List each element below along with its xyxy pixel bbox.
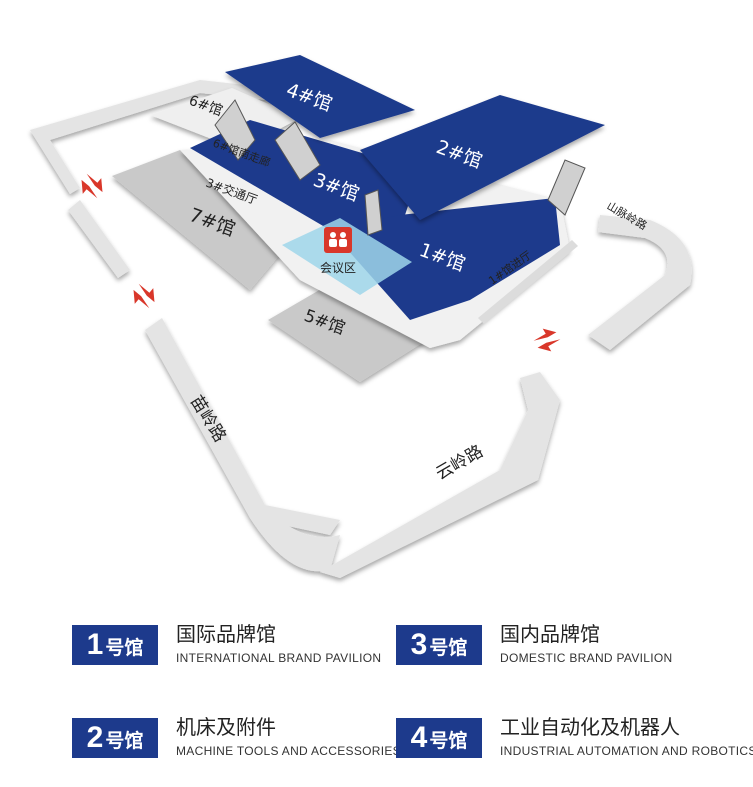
legend-en: INTERNATIONAL BRAND PAVILION bbox=[176, 651, 382, 665]
legend-text: 机床及附件 MACHINE TOOLS AND ACCESSORIES bbox=[176, 714, 436, 759]
meeting-area-label: 会议区 bbox=[320, 261, 356, 275]
legend-cn: 机床及附件 bbox=[176, 715, 276, 739]
legend: 1 号馆 国际品牌馆 INTERNATIONAL BRAND PAVILION … bbox=[0, 615, 753, 787]
hall-badge: 4 号馆 bbox=[396, 718, 482, 758]
hall-7-floor bbox=[112, 150, 305, 290]
badge-suffix: 号馆 bbox=[429, 730, 468, 752]
road-corner-sw bbox=[250, 505, 340, 572]
legend-en: MACHINE TOOLS AND ACCESSORIES bbox=[176, 744, 401, 758]
entrance-arrow-icon bbox=[530, 323, 564, 357]
badge-suffix: 号馆 bbox=[429, 637, 468, 659]
entrance-arrow-icon bbox=[127, 279, 161, 313]
badge-suffix: 号馆 bbox=[105, 637, 144, 659]
legend-text: 国际品牌馆 INTERNATIONAL BRAND PAVILION bbox=[176, 621, 436, 666]
hall-badge: 3 号馆 bbox=[396, 625, 482, 665]
legend-text: 国内品牌馆 DOMESTIC BRAND PAVILION bbox=[500, 621, 753, 666]
badge-number: 4 bbox=[410, 721, 428, 754]
hall-badge: 1 号馆 bbox=[72, 625, 158, 665]
road-label-yunling: 云岭路 bbox=[433, 442, 487, 485]
hall-2-block bbox=[360, 95, 605, 220]
buildings bbox=[112, 55, 605, 382]
road-miaoling bbox=[145, 318, 340, 535]
legend-en: INDUSTRIAL AUTOMATION AND ROBOTICS bbox=[500, 744, 753, 758]
badge-number: 2 bbox=[86, 721, 104, 754]
hall-5-floor bbox=[268, 278, 430, 382]
badge-number: 3 bbox=[410, 628, 428, 661]
entrance-arrow-icon bbox=[75, 169, 109, 203]
legend-cn: 国际品牌馆 bbox=[176, 622, 276, 646]
road-west-segment bbox=[68, 200, 130, 278]
entrance-hall-ramp bbox=[478, 240, 578, 324]
road-shanmailing bbox=[588, 215, 692, 350]
legend-text: 工业自动化及机器人 INDUSTRIAL AUTOMATION AND ROBO… bbox=[500, 714, 753, 759]
road-yunling bbox=[320, 372, 560, 578]
hall-1-block bbox=[330, 198, 560, 320]
road-label-miaoling: 苗岭路 bbox=[186, 392, 230, 446]
venue-map: 苗岭路 云岭路 山脉岭路 bbox=[30, 55, 692, 578]
meeting-area bbox=[282, 218, 412, 295]
badge-number: 1 bbox=[86, 628, 104, 661]
legend-en: DOMESTIC BRAND PAVILION bbox=[500, 651, 673, 665]
legend-cn: 工业自动化及机器人 bbox=[500, 715, 680, 739]
hall-badge: 2 号馆 bbox=[72, 718, 158, 758]
road-network bbox=[30, 80, 692, 578]
meeting-icon bbox=[324, 227, 352, 253]
road-north bbox=[30, 80, 380, 194]
hall-4-block bbox=[225, 55, 415, 138]
legend-cn: 国内品牌馆 bbox=[500, 622, 600, 646]
badge-suffix: 号馆 bbox=[105, 730, 144, 752]
staircase-group bbox=[214, 99, 586, 236]
